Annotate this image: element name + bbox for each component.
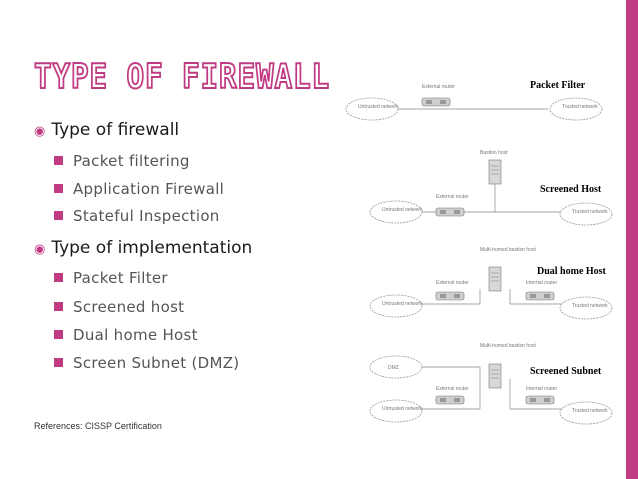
router-icon (525, 291, 555, 301)
sub-bullet: Packet filtering (54, 152, 190, 170)
router-label: External router (436, 194, 469, 200)
accent-sidebar (626, 0, 638, 479)
router-label: External router (422, 84, 455, 90)
panel-label: Dual home Host (537, 266, 607, 277)
cloud-label: Untrusted network (382, 207, 423, 213)
cloud-label: Trusted network (562, 104, 598, 110)
bullet-type-of-firewall: ◉Type of firewall (34, 120, 180, 140)
cloud-label: Trusted network (572, 209, 608, 215)
sub-bullet: Packet Filter (54, 269, 168, 287)
server-icon (488, 159, 502, 185)
sub-bullet: Dual home Host (54, 326, 198, 344)
server-icon (488, 363, 502, 389)
router-icon (435, 395, 465, 405)
panel-dual-home-host: Dual home Host Multi-homed bastion host … (369, 247, 613, 320)
panel-packet-filter: Packet Filter Untrusted network External… (345, 80, 603, 121)
square-bullet-icon (54, 211, 63, 220)
slide-title: TYPE OF FIREWALL (34, 56, 330, 98)
router-icon (525, 395, 555, 405)
cloud-label: DMZ (388, 365, 399, 371)
sub-bullet: Stateful Inspection (54, 207, 220, 225)
square-bullet-icon (54, 184, 63, 193)
panel-screened-subnet: Screened Subnet DMZ Multi-homed bastion … (369, 343, 613, 425)
router-icon (435, 291, 465, 301)
host-label: Multi-homed bastion host (480, 343, 536, 349)
cloud-label: Trusted network (572, 408, 608, 414)
target-bullet-icon: ◉ (34, 124, 46, 139)
firewall-diagrams: Packet Filter Untrusted network External… (345, 80, 613, 425)
sub-bullet: Screen Subnet (DMZ) (54, 354, 239, 372)
square-bullet-icon (54, 273, 63, 282)
square-bullet-icon (54, 330, 63, 339)
router-label: Internal router (526, 386, 557, 392)
server-icon (488, 266, 502, 292)
title-text: TYPE OF FIREWALL (34, 57, 330, 97)
router-label: External router (436, 386, 469, 392)
router-label: External router (436, 280, 469, 286)
host-label: Bastion host (480, 150, 508, 156)
references-note: References: CISSP Certification (34, 421, 162, 431)
square-bullet-icon (54, 156, 63, 165)
host-label: Multi-homed bastion host (480, 247, 536, 253)
panel-screened-host: Screened Host Bastion host Untrusted net… (369, 150, 613, 226)
cloud-label: Trusted network (572, 303, 608, 309)
cloud-label: Untrusted network (382, 406, 423, 412)
panel-label: Screened Subnet (530, 366, 602, 377)
router-icon (435, 207, 465, 217)
panel-label: Packet Filter (530, 80, 586, 91)
bullet-type-of-implementation: ◉Type of implementation (34, 238, 253, 258)
square-bullet-icon (54, 302, 63, 311)
panel-label: Screened Host (540, 184, 602, 195)
sub-bullet: Application Firewall (54, 180, 224, 198)
sub-bullet: Screened host (54, 298, 184, 316)
cloud-label: Untrusted network (358, 104, 399, 110)
router-label: Internal router (526, 280, 557, 286)
cloud-label: Untrusted network (382, 301, 423, 307)
square-bullet-icon (54, 358, 63, 367)
router-icon (421, 97, 451, 107)
target-bullet-icon: ◉ (34, 242, 46, 257)
